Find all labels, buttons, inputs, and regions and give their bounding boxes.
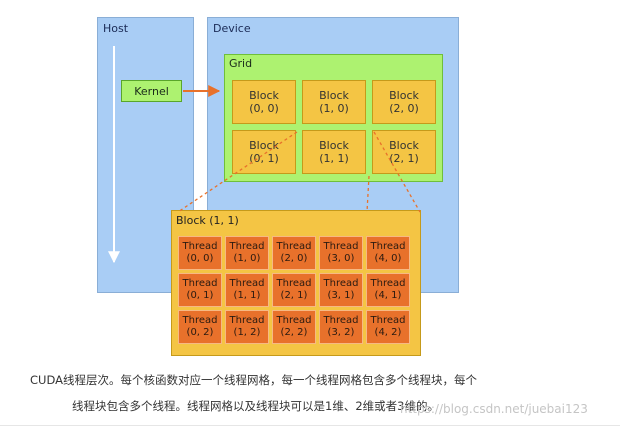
caption-line-1: CUDA线程层次。每个核函数对应一个线程网格，每一个线程网格包含多个线程块，每个: [30, 373, 477, 387]
thread-cell: Thread(1, 2): [225, 310, 269, 344]
grid-title: Grid: [229, 57, 253, 70]
thread-name: Thread: [370, 241, 406, 252]
thread-coord: (1, 0): [233, 253, 261, 264]
thread-cell: Thread(2, 0): [272, 236, 316, 270]
thread-name: Thread: [182, 315, 218, 326]
kernel-label: Kernel: [134, 84, 169, 98]
thread-coord: (2, 0): [280, 253, 308, 264]
thread-coord: (3, 2): [327, 327, 355, 338]
block-coord: (2, 0): [389, 102, 419, 115]
thread-coord: (4, 2): [374, 327, 402, 338]
thread-cell: Thread(4, 1): [366, 273, 410, 307]
zoom-line-right: [366, 175, 370, 213]
grid-block: Block (0, 0): [232, 80, 296, 124]
thread-coord: (4, 0): [374, 253, 402, 264]
thread-cell: Thread(4, 2): [366, 310, 410, 344]
block-name: Block: [319, 139, 349, 152]
block-name: Block: [389, 89, 419, 102]
thread-name: Thread: [182, 241, 218, 252]
thread-cell: Thread(0, 0): [178, 236, 222, 270]
block-coord: (1, 1): [319, 152, 349, 165]
thread-coord: (3, 0): [327, 253, 355, 264]
block-coord: (1, 0): [319, 102, 349, 115]
thread-name: Thread: [370, 315, 406, 326]
block-detail-title: Block (1, 1): [176, 214, 239, 227]
grid-block: Block (2, 1): [372, 130, 436, 174]
thread-coord: (3, 1): [327, 290, 355, 301]
kernel-box: Kernel: [121, 80, 182, 102]
thread-cell: Thread(2, 2): [272, 310, 316, 344]
grid-block: Block (1, 1): [302, 130, 366, 174]
grid-block: Block (2, 0): [372, 80, 436, 124]
thread-cell: Thread(1, 1): [225, 273, 269, 307]
caption-line-2: 线程块包含多个线程。线程网格以及线程块可以是1维、2维或者3维的。: [72, 399, 439, 413]
thread-coord: (0, 1): [186, 290, 214, 301]
thread-cell: Thread(1, 0): [225, 236, 269, 270]
thread-cell: Thread(0, 2): [178, 310, 222, 344]
thread-coord: (0, 2): [186, 327, 214, 338]
zoom-line-far: [373, 131, 421, 213]
bottom-divider: [0, 425, 620, 426]
thread-name: Thread: [370, 278, 406, 289]
block-name: Block: [389, 139, 419, 152]
zoom-line-left: [177, 131, 298, 213]
thread-name: Thread: [182, 278, 218, 289]
thread-name: Thread: [229, 278, 265, 289]
watermark: https://blog.csdn.net/juebai123: [400, 402, 588, 416]
thread-name: Thread: [323, 241, 359, 252]
thread-coord: (1, 1): [233, 290, 261, 301]
thread-name: Thread: [276, 315, 312, 326]
thread-cell: Thread(4, 0): [366, 236, 410, 270]
block-name: Block: [319, 89, 349, 102]
thread-name: Thread: [323, 315, 359, 326]
thread-coord: (1, 2): [233, 327, 261, 338]
host-title: Host: [103, 22, 129, 35]
device-title: Device: [213, 22, 251, 35]
thread-cell: Thread(2, 1): [272, 273, 316, 307]
thread-cell: Thread(3, 2): [319, 310, 363, 344]
thread-coord: (0, 0): [186, 253, 214, 264]
thread-coord: (4, 1): [374, 290, 402, 301]
thread-name: Thread: [276, 241, 312, 252]
thread-cell: Thread(0, 1): [178, 273, 222, 307]
block-coord: (0, 0): [249, 102, 279, 115]
thread-name: Thread: [276, 278, 312, 289]
thread-coord: (2, 2): [280, 327, 308, 338]
grid-block: Block (0, 1): [232, 130, 296, 174]
thread-name: Thread: [323, 278, 359, 289]
thread-coord: (2, 1): [280, 290, 308, 301]
thread-name: Thread: [229, 315, 265, 326]
block-coord: (2, 1): [389, 152, 419, 165]
block-coord: (0, 1): [249, 152, 279, 165]
thread-cell: Thread(3, 1): [319, 273, 363, 307]
thread-name: Thread: [229, 241, 265, 252]
grid-block: Block (1, 0): [302, 80, 366, 124]
thread-cell: Thread(3, 0): [319, 236, 363, 270]
block-name: Block: [249, 89, 279, 102]
